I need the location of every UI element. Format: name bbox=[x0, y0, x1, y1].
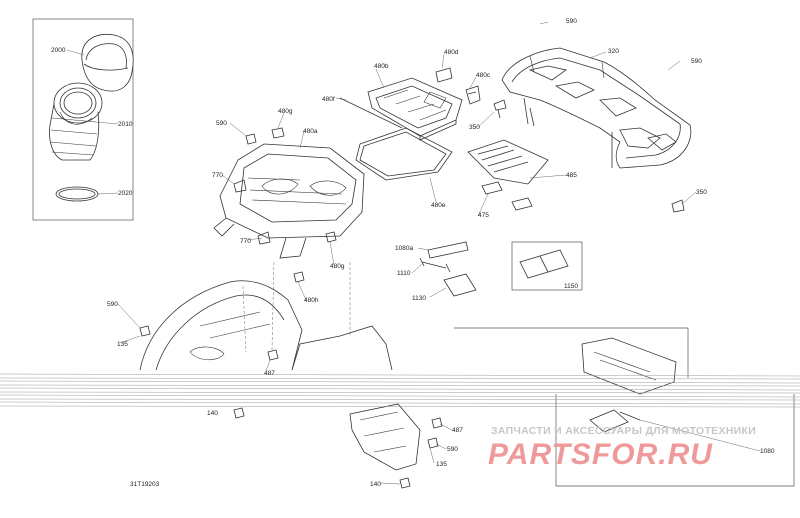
callout-487: 487 bbox=[264, 370, 275, 377]
callout-140: 140 bbox=[207, 410, 218, 417]
watermark-brand: PARTSFOR.RU bbox=[488, 438, 713, 471]
callout-480a: 480a bbox=[303, 128, 318, 135]
callout-480b: 480b bbox=[374, 63, 389, 70]
callout-1130: 1130 bbox=[412, 295, 426, 302]
screw-140-b bbox=[399, 477, 411, 489]
floor-mat bbox=[467, 139, 549, 185]
seat-inset-frame bbox=[32, 18, 134, 221]
accessory-inset-frame-lower bbox=[555, 394, 795, 487]
callout-1150: 1150 bbox=[564, 283, 578, 290]
screw-487-b bbox=[431, 417, 443, 429]
callout-2010: 2010 bbox=[118, 121, 133, 128]
callout-590: 590 bbox=[216, 120, 227, 127]
clip-480h bbox=[293, 271, 305, 283]
callout-590: 590 bbox=[566, 18, 577, 25]
decal-inset-frame bbox=[511, 241, 583, 291]
storage-lid bbox=[367, 77, 463, 141]
callout-480e: 480e bbox=[431, 202, 446, 209]
bracket-1080a bbox=[427, 241, 469, 259]
clip-770-b bbox=[257, 231, 271, 245]
callout-480c: 480c bbox=[476, 72, 491, 79]
callout-475: 475 bbox=[478, 212, 489, 219]
latch-part-d bbox=[435, 67, 453, 83]
rear-rack bbox=[501, 47, 692, 169]
callout-590: 590 bbox=[447, 446, 458, 453]
callout-480g: 480g bbox=[330, 263, 345, 270]
gasket-seal bbox=[355, 127, 453, 181]
rod-480f bbox=[339, 97, 403, 129]
document-id: 31T19203 bbox=[130, 481, 160, 488]
cargo-box-accessory bbox=[581, 337, 677, 395]
callout-590: 590 bbox=[691, 58, 702, 65]
callout-480d: 480d bbox=[444, 49, 459, 56]
decal-sheet-b bbox=[539, 249, 569, 273]
tube-1080 bbox=[589, 409, 641, 433]
leader-lines bbox=[66, 21, 761, 485]
callout-1080: 1080 bbox=[760, 448, 775, 455]
callout-350: 350 bbox=[696, 189, 707, 196]
pin-1110 bbox=[419, 257, 451, 273]
filler-neck bbox=[49, 82, 103, 161]
seat-cushion bbox=[81, 33, 134, 92]
clip-590-a bbox=[245, 133, 257, 145]
plate-1130 bbox=[443, 273, 477, 297]
screw-140-a bbox=[233, 407, 245, 419]
bolt-350-top bbox=[493, 99, 507, 119]
clip-770-a bbox=[233, 179, 247, 193]
left-fender bbox=[139, 280, 303, 371]
screw-487-a bbox=[267, 349, 279, 361]
callout-485: 485 bbox=[566, 172, 577, 179]
callout-1080a: 1080a bbox=[395, 245, 414, 252]
callout-140: 140 bbox=[370, 481, 381, 488]
clamp-ring bbox=[55, 186, 99, 202]
callout-480h: 480h bbox=[304, 297, 319, 304]
callout-1110: 1110 bbox=[397, 270, 411, 277]
pad-475-a bbox=[481, 181, 503, 195]
clip-480g-a bbox=[271, 127, 285, 139]
watermark-subtitle: ЗАПЧАСТИ И АКСЕССУАРЫ ДЛЯ МОТОТЕХНИКИ bbox=[491, 425, 757, 437]
callout-2000: 2000 bbox=[51, 47, 66, 54]
right-fender bbox=[291, 325, 421, 471]
callout-135: 135 bbox=[436, 461, 447, 468]
callout-480f: 480f bbox=[322, 96, 335, 103]
clip-480g-b bbox=[325, 231, 337, 243]
pad-475-b bbox=[511, 197, 533, 211]
callout-480g: 480g bbox=[278, 108, 293, 115]
callout-487: 487 bbox=[452, 427, 463, 434]
bolt-350-right bbox=[671, 199, 685, 213]
storage-bin bbox=[213, 143, 365, 259]
accessory-inset-frame bbox=[454, 327, 689, 378]
callout-135: 135 bbox=[117, 341, 128, 348]
callout-770: 770 bbox=[212, 172, 223, 179]
callout-770: 770 bbox=[240, 238, 251, 245]
screw-135-b bbox=[427, 437, 439, 449]
screw-135-a bbox=[139, 325, 151, 337]
callout-590: 590 bbox=[107, 301, 118, 308]
scan-noise-band bbox=[0, 373, 800, 408]
callout-350: 350 bbox=[469, 124, 480, 131]
callout-320: 320 bbox=[608, 48, 619, 55]
callout-2020: 2020 bbox=[118, 190, 133, 197]
latch-part-c bbox=[465, 85, 481, 105]
